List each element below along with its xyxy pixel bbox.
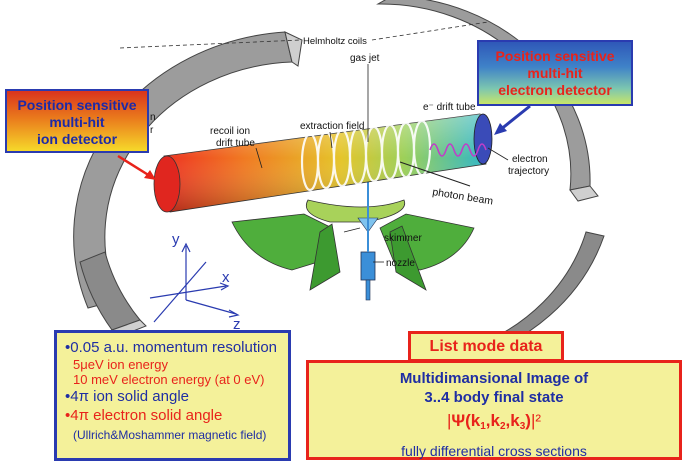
ion-detector-line2: multi-hit	[49, 114, 105, 130]
label-skimmer: skimmer	[384, 233, 422, 244]
electron-detector-arrow	[494, 104, 531, 135]
ion-detector-arrow	[117, 154, 156, 180]
label-partial-r: r	[150, 125, 154, 136]
drift-tube	[153, 113, 493, 213]
label-photon-beam: photon beam	[432, 186, 495, 207]
label-gas-jet: gas jet	[350, 53, 380, 64]
label-e-drift-tube: e⁻ drift tube	[423, 102, 476, 113]
parameters-panel: •0.05 a.u. momentum resolution 5μeV ion …	[54, 330, 291, 461]
label-helmholtz: Helmholtz coils	[303, 36, 367, 47]
label-recoil-ion: recoil ion	[210, 126, 250, 137]
ion-detector-face	[153, 155, 181, 213]
param-electron-energy: 10 meV electron energy (at 0 eV)	[73, 372, 265, 387]
electron-detector-line1: Position sensitive	[495, 48, 615, 64]
param-magnetic-field-note: (Ullrich&Moshammer magnetic field)	[73, 428, 267, 442]
electron-detector-line3: electron detector	[498, 82, 612, 98]
label-nozzle: nozzle	[386, 258, 415, 269]
label-extraction-field: extraction field	[300, 121, 364, 132]
final-state-panel: Multidimansional Image of 3..4 body fina…	[306, 360, 682, 460]
extraction-rings	[300, 119, 432, 192]
param-ion-solid-angle: •4π ion solid angle	[65, 388, 190, 405]
final-state-title-line1: Multidimansional Image of	[399, 370, 589, 387]
axis-x-label: x	[222, 269, 230, 286]
param-electron-solid-angle: •4π electron solid angle	[65, 407, 223, 424]
ion-detector-line1: Position sensitive	[17, 97, 137, 113]
wavefunction-formula: |Ψ(k1,k2,k3)|²	[446, 411, 542, 432]
param-momentum-resolution: •0.05 a.u. momentum resolution	[65, 339, 278, 356]
coordinate-axes	[149, 242, 240, 323]
axis-z-label: z	[233, 316, 241, 333]
list-mode-title: List mode data	[408, 331, 564, 362]
final-state-title-line2: 3..4 body final state	[424, 389, 564, 406]
label-drift-tube: drift tube	[216, 138, 255, 149]
electron-detector-callout: Position sensitive multi-hit electron de…	[477, 40, 633, 106]
electron-trajectory	[429, 143, 487, 157]
ion-detector-line3: ion detector	[36, 131, 118, 147]
label-partial-n: n	[150, 112, 156, 123]
ion-detector-callout: Position sensitive multi-hit ion detecto…	[5, 89, 149, 153]
label-electron: electron	[512, 154, 548, 165]
skimmer	[231, 199, 475, 291]
label-trajectory: trajectory	[508, 166, 549, 177]
axis-y-label: y	[172, 231, 180, 248]
electron-detector-face	[473, 113, 493, 165]
photon-beam	[399, 161, 471, 187]
electron-detector-line2: multi-hit	[527, 65, 583, 81]
cross-sections-text: fully differential cross sections	[401, 443, 587, 459]
param-ion-energy: 5μeV ion energy	[73, 357, 168, 372]
